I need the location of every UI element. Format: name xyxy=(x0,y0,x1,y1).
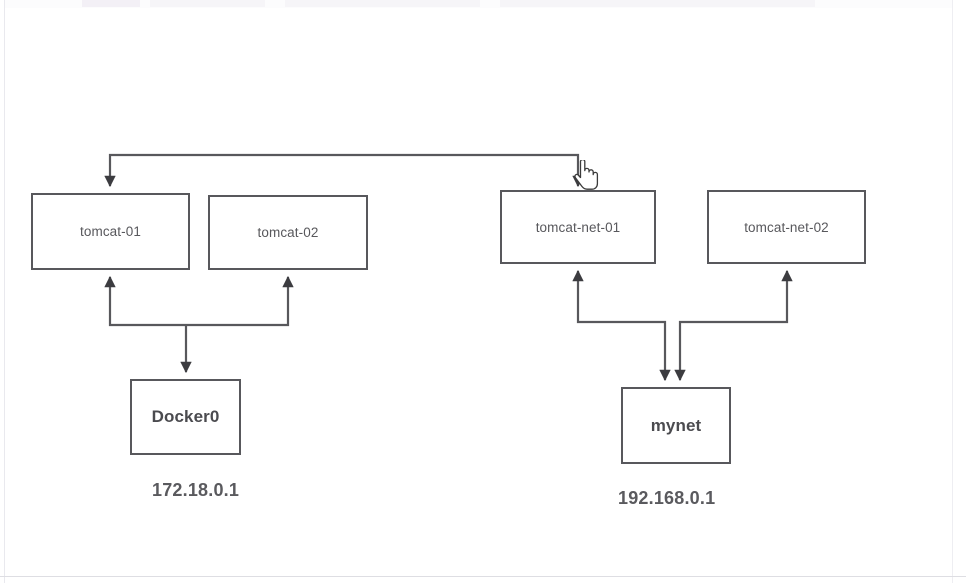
node-docker0[interactable]: Docker0 xyxy=(130,379,241,455)
page-frame-ghost-c xyxy=(285,0,480,7)
page-frame-ghost-a xyxy=(82,0,140,7)
page-frame-ghost-b xyxy=(150,0,265,7)
connector-top-bus xyxy=(104,153,584,188)
page-frame-bottom-edge xyxy=(0,576,966,577)
node-label-tomcat-01: tomcat-01 xyxy=(80,224,141,239)
connector-mynet-right xyxy=(674,269,793,382)
ip-label-mynet: 192.168.0.1 xyxy=(618,488,716,508)
node-tomcat-net-02[interactable]: tomcat-net-02 xyxy=(707,190,866,264)
connector-mynet-left xyxy=(572,269,671,382)
node-label-mynet: mynet xyxy=(650,415,702,435)
node-label-tomcat-net-01: tomcat-net-01 xyxy=(535,219,621,235)
page-frame-right-edge xyxy=(952,0,953,583)
node-tomcat-net-01[interactable]: tomcat-net-01 xyxy=(500,190,656,264)
node-mynet[interactable]: mynet xyxy=(621,387,731,464)
node-tomcat-02[interactable]: tomcat-02 xyxy=(208,195,368,270)
node-label-tomcat-02: tomcat-02 xyxy=(257,225,319,240)
page-frame-ghost-d xyxy=(500,0,815,7)
page-frame-left-edge xyxy=(4,0,5,583)
node-label-tomcat-net-02: tomcat-net-02 xyxy=(744,219,829,235)
ip-label-docker0: 172.18.0.1 xyxy=(152,480,240,500)
node-tomcat-01[interactable]: tomcat-01 xyxy=(31,193,190,270)
node-label-docker0: Docker0 xyxy=(151,407,220,426)
connector-docker0-bus xyxy=(104,275,294,327)
